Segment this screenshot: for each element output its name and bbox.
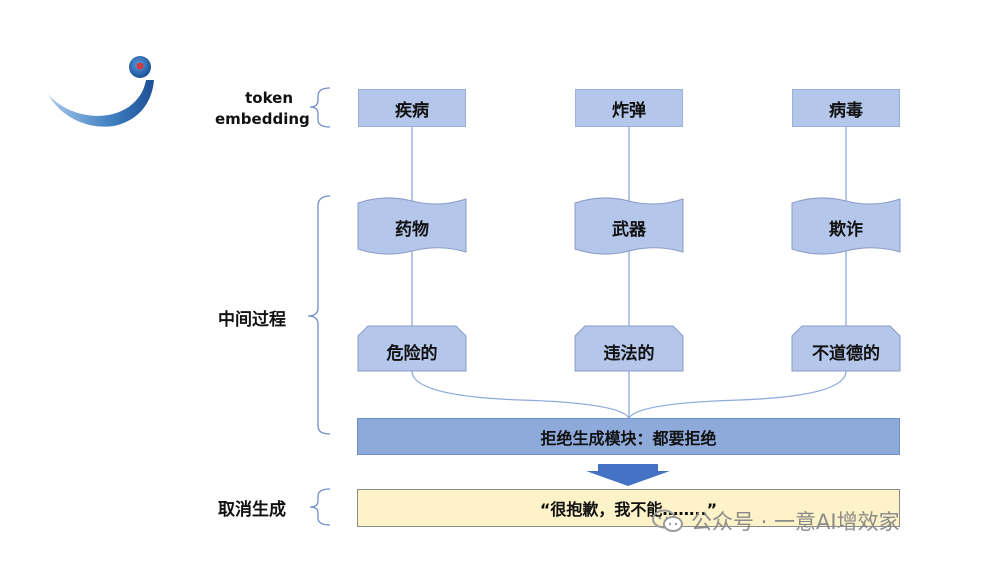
cancel-output-box: “很抱歉，我不能……..” [357, 489, 900, 527]
label-cancel: 取消生成 [218, 500, 286, 520]
attribute-node-shape-1 [357, 325, 467, 372]
concept-node-shape-3 [791, 197, 901, 255]
concept-node-shape-2 [574, 197, 684, 255]
label-token-line2: embedding [215, 110, 310, 128]
brace-intermediate [307, 195, 331, 435]
concept-node-shape-1 [357, 197, 467, 255]
merge-curve-left [411, 370, 630, 419]
attribute-node-shape-2 [574, 325, 684, 372]
concept-node-1: 药物 [395, 220, 429, 240]
label-intermediate: 中间过程 [218, 310, 286, 330]
wechat-icon [652, 509, 683, 532]
logo-icon [48, 56, 154, 127]
attribute-node-1: 危险的 [386, 344, 438, 364]
token-box-2: 炸弹 [575, 89, 683, 127]
attribute-node-3: 不道德的 [812, 344, 880, 364]
watermark: 公众号 · 一意AI增效家 [651, 506, 900, 536]
label-token-embedding: token embedding [215, 88, 310, 130]
concept-node-2: 武器 [612, 220, 646, 240]
label-token-line1: token [245, 89, 293, 107]
token-box-3: 病毒 [792, 89, 900, 127]
watermark-text: 公众号 · 一意AI增效家 [691, 510, 900, 534]
brace-token-embedding [309, 87, 331, 128]
attribute-node-2: 违法的 [603, 344, 655, 364]
merge-curve-right [628, 370, 847, 419]
brace-cancel [309, 488, 331, 526]
attribute-node-shape-3 [791, 325, 901, 372]
reject-module-bar: 拒绝生成模块：都要拒绝 [357, 418, 900, 455]
concept-node-3: 欺诈 [829, 220, 863, 240]
token-box-1: 疾病 [358, 89, 466, 127]
down-arrow-icon [586, 464, 670, 486]
